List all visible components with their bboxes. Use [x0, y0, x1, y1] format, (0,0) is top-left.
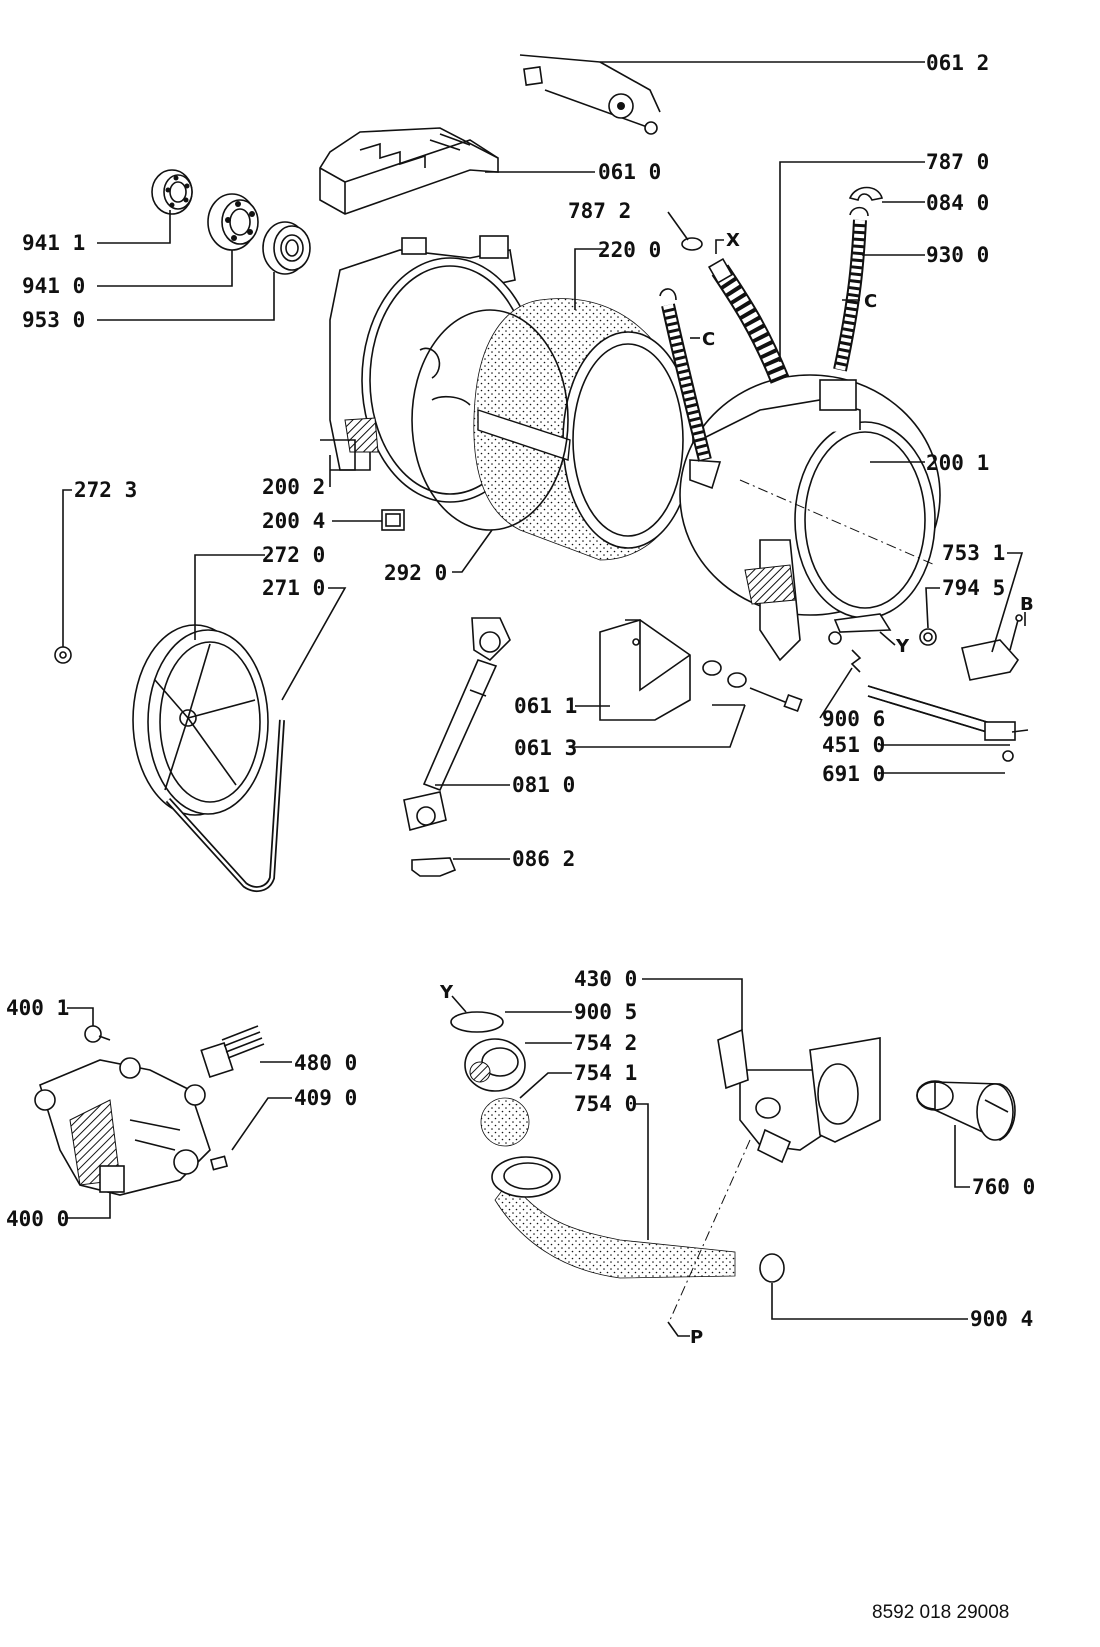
label-691-0: 691 0 [822, 762, 885, 786]
nut-691-0 [1002, 750, 1014, 762]
label-900-4: 900 4 [970, 1307, 1033, 1331]
thermostat-753-1 [961, 614, 1023, 681]
label-760-0: 760 0 [972, 1175, 1035, 1199]
label-400-0: 400 0 [6, 1207, 69, 1231]
clip-900-6 [850, 649, 862, 673]
hose-930-0 [833, 206, 869, 372]
letter-c-left: C [702, 329, 715, 350]
reference-letters: X C C B Y Y P [439, 230, 1034, 1348]
label-292-0: 292 0 [384, 561, 447, 585]
centerline-tub [739, 479, 936, 566]
label-794-5: 794 5 [942, 576, 1005, 600]
bearing-941-1 [151, 169, 193, 215]
drain-hose-754-0 [491, 1156, 736, 1279]
label-272-3: 272 3 [74, 478, 137, 502]
pulley-272-0 [132, 624, 269, 816]
belt-271-0 [165, 719, 285, 893]
clip-086-2 [411, 857, 457, 877]
label-430-0: 430 0 [574, 967, 637, 991]
nut-272-3 [54, 646, 72, 664]
washer-bolt-061-3 [702, 660, 803, 713]
label-272-0: 272 0 [262, 543, 325, 567]
letter-y-drain: Y [439, 982, 454, 1003]
label-400-1: 400 1 [6, 996, 69, 1020]
letter-c-right: C [864, 291, 877, 312]
label-271-0: 271 0 [262, 576, 325, 600]
filter-760-0 [916, 1080, 1016, 1141]
carbon-409-0 [209, 1155, 229, 1171]
clamp-900-5 [450, 1011, 504, 1033]
label-081-0: 081 0 [512, 773, 575, 797]
document-number: 8592 018 29008 [872, 1602, 1009, 1623]
bearing-941-0 [207, 193, 259, 251]
label-061-3: 061 3 [514, 736, 577, 760]
part-labels: 061 2 061 0 787 0 084 0 787 2 220 0 930 … [6, 51, 1035, 1331]
label-409-0: 409 0 [294, 1086, 357, 1110]
clamp-787-2 [681, 237, 703, 251]
label-084-0: 084 0 [926, 191, 989, 215]
hose-c-left [659, 288, 712, 462]
ring-754-2 [464, 1038, 526, 1092]
clip-200-4 [381, 509, 405, 531]
label-754-1: 754 1 [574, 1061, 637, 1085]
seal-953-0 [262, 221, 311, 275]
label-941-0: 941 0 [22, 274, 85, 298]
clamp-900-4 [759, 1253, 785, 1283]
label-200-4: 200 4 [262, 509, 325, 533]
label-480-0: 480 0 [294, 1051, 357, 1075]
label-220-0: 220 0 [598, 238, 661, 262]
front-tub-half [679, 374, 941, 662]
label-061-2: 061 2 [926, 51, 989, 75]
shock-absorber [403, 617, 511, 832]
letter-p: P [690, 1327, 703, 1348]
label-787-2: 787 2 [568, 199, 631, 223]
label-451-0: 451 0 [822, 733, 885, 757]
tub-ring [411, 309, 569, 531]
counterweight-part [319, 127, 499, 215]
label-900-5: 900 5 [574, 1000, 637, 1024]
bolt-400-1 [84, 1025, 111, 1043]
label-061-0: 061 0 [598, 160, 661, 184]
label-086-2: 086 2 [512, 847, 575, 871]
counterweight-061-1 [599, 619, 691, 721]
clip-084-0 [848, 186, 884, 201]
label-953-0: 953 0 [22, 308, 85, 332]
letter-b: B [1020, 594, 1034, 615]
label-900-6: 900 6 [822, 707, 885, 731]
label-754-2: 754 2 [574, 1031, 637, 1055]
screw-bracket-part [523, 66, 658, 135]
pump-430-0 [717, 1028, 881, 1164]
letter-x: X [726, 230, 740, 251]
label-930-0: 930 0 [926, 243, 989, 267]
ball-754-1 [480, 1097, 530, 1147]
motor-400-0 [34, 1057, 211, 1196]
label-200-1: 200 1 [926, 451, 989, 475]
brush-480-0 [200, 1025, 265, 1079]
grommet-794-5 [919, 628, 937, 646]
label-787-0: 787 0 [926, 150, 989, 174]
label-941-1: 941 1 [22, 231, 85, 255]
heater-element [867, 685, 1029, 741]
leader-lines [62, 54, 1026, 1337]
label-754-0: 754 0 [574, 1092, 637, 1116]
label-061-1: 061 1 [514, 694, 577, 718]
letter-y-upper: Y [895, 636, 910, 657]
centerline-drain [669, 1139, 751, 1321]
label-753-1: 753 1 [942, 541, 1005, 565]
label-200-2: 200 2 [262, 475, 325, 499]
drum-220-0 [473, 298, 694, 561]
bellows-hose-787-0 [707, 257, 790, 384]
